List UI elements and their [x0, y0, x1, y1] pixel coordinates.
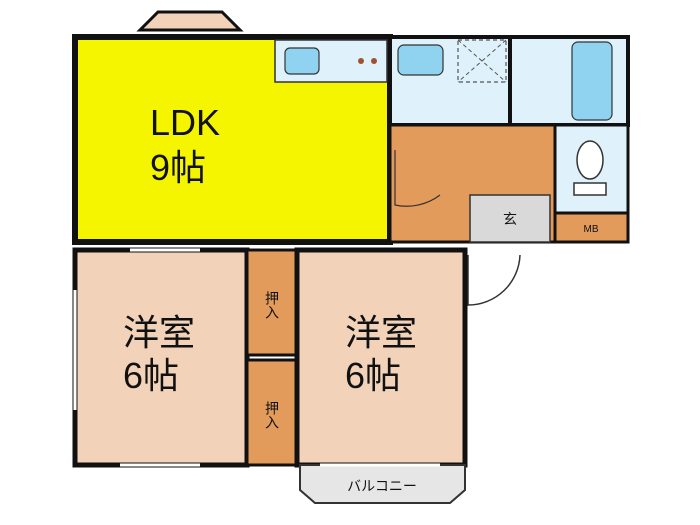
western-room-2 [294, 247, 468, 468]
bathtub-icon [571, 41, 613, 121]
ldk-size: 9帖 [150, 147, 206, 188]
meter-box-label: MB [584, 224, 599, 235]
ldk-name: LDK [150, 102, 220, 143]
closet-2 [245, 358, 299, 467]
meter-box [553, 211, 630, 244]
toilet-icon [576, 140, 604, 180]
bay-window [136, 10, 244, 32]
closet-2-label: 押入 [264, 401, 280, 429]
entrance-label: 玄 [503, 211, 517, 227]
wash-basin-icon [397, 44, 444, 76]
room-1-name: 洋室 [123, 312, 195, 353]
western-room-1 [72, 247, 250, 468]
balcony-label: バルコニー [347, 478, 417, 494]
stove-burner-icon [371, 58, 377, 64]
balcony [299, 464, 466, 504]
closet-1-label: 押入 [264, 291, 280, 319]
room-1-size: 6帖 [123, 355, 179, 396]
stove-burner-icon [358, 58, 364, 64]
room-2-size: 6帖 [345, 355, 401, 396]
sink-icon [284, 47, 320, 75]
room-2-name: 洋室 [345, 312, 417, 353]
entrance [469, 194, 551, 243]
